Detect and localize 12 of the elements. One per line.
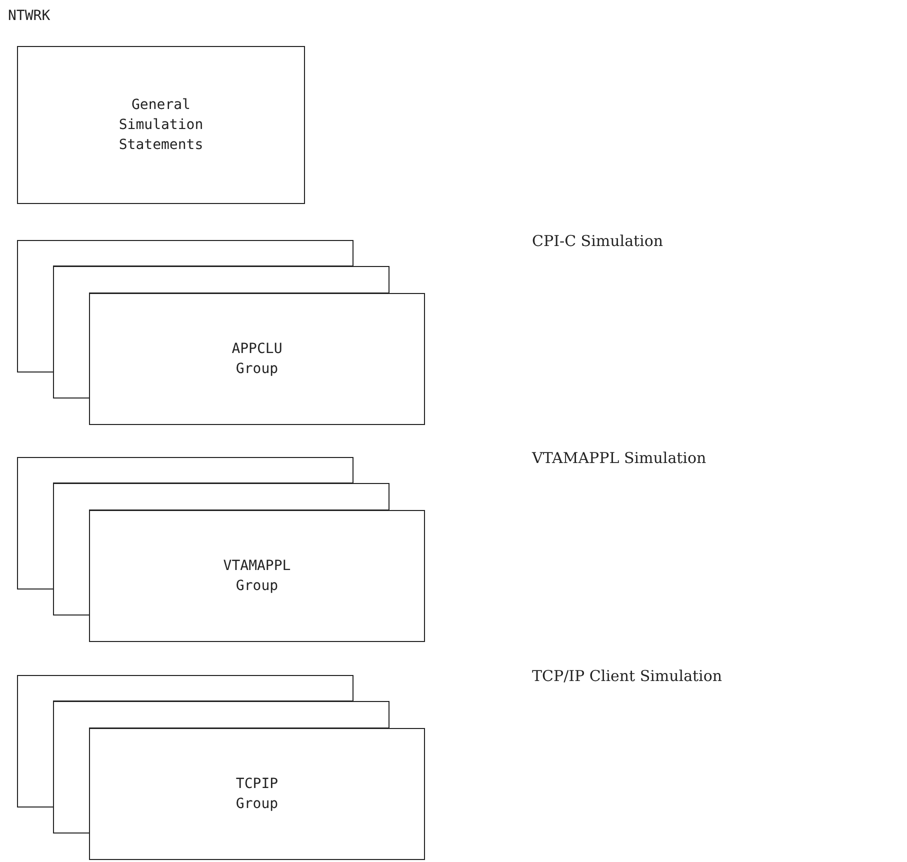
section-label: VTAMAPPL Simulation	[532, 449, 706, 467]
stacked-group-box	[17, 675, 425, 861]
section-label: TCP/IP Client Simulation	[532, 667, 722, 685]
title-text: NTWRK	[8, 8, 50, 24]
section-label: CPI-C Simulation	[532, 232, 664, 250]
box-text: TCPIP Group	[234, 775, 280, 814]
stacked-group-box	[17, 240, 425, 426]
process-box	[17, 46, 305, 204]
box-text: General Simulation Statements	[118, 96, 204, 155]
stacked-group-box	[17, 457, 425, 643]
box-text: APPCLU Group	[230, 340, 284, 379]
box-text: VTAMAPPL Group	[222, 557, 292, 596]
